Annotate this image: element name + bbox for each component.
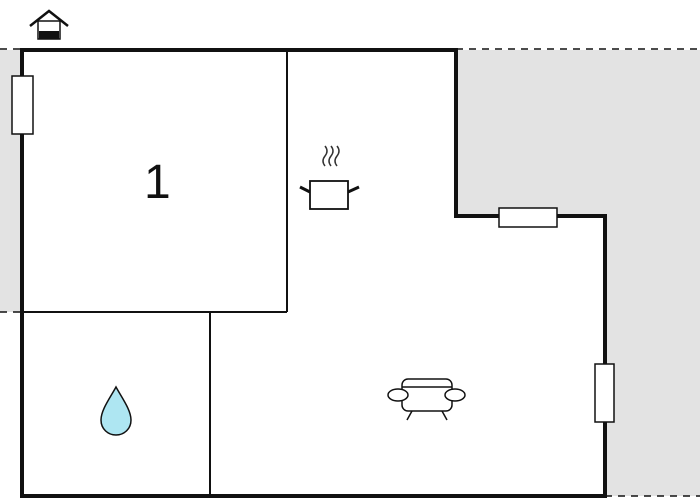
pot-icon	[299, 145, 360, 210]
room-number-label: 1	[144, 156, 171, 209]
interior-walls	[22, 50, 288, 496]
property-boundary	[0, 48, 700, 497]
outside-area-right	[456, 50, 700, 496]
window-left	[11, 75, 34, 135]
sofa-icon	[387, 378, 466, 421]
window-right	[594, 363, 615, 423]
water-drop-icon	[100, 385, 132, 436]
interior-floor	[22, 50, 605, 496]
house-entrance-icon	[29, 9, 69, 40]
exterior-walls	[20, 48, 607, 498]
window-top-right	[498, 207, 558, 228]
